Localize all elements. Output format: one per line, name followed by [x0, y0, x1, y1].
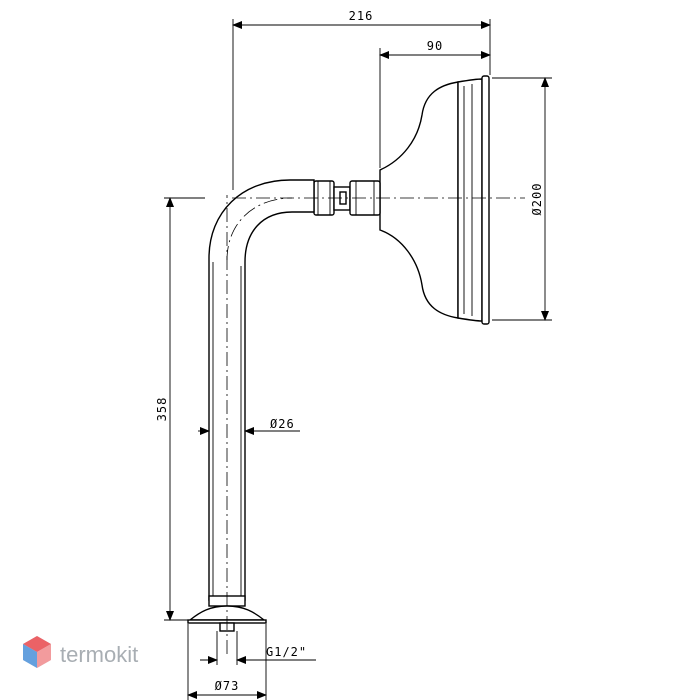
watermark-brand: termokit	[60, 642, 138, 667]
head-depth-label: 90	[427, 39, 443, 53]
thread-label: G1/2"	[266, 645, 307, 659]
shower-head	[379, 75, 490, 325]
pipe-diameter-label: Ø26	[270, 417, 295, 431]
overall-width-label: 216	[349, 9, 374, 23]
cube-icon	[23, 636, 51, 668]
base-diameter-label: Ø73	[215, 679, 240, 693]
termokit-logo: termokit	[23, 636, 138, 668]
head-diameter-label: Ø200	[530, 183, 544, 216]
dimension-lines	[166, 21, 549, 699]
center-lines	[226, 195, 525, 654]
height-label: 358	[155, 397, 169, 422]
shower-arm-pipe	[208, 179, 315, 601]
